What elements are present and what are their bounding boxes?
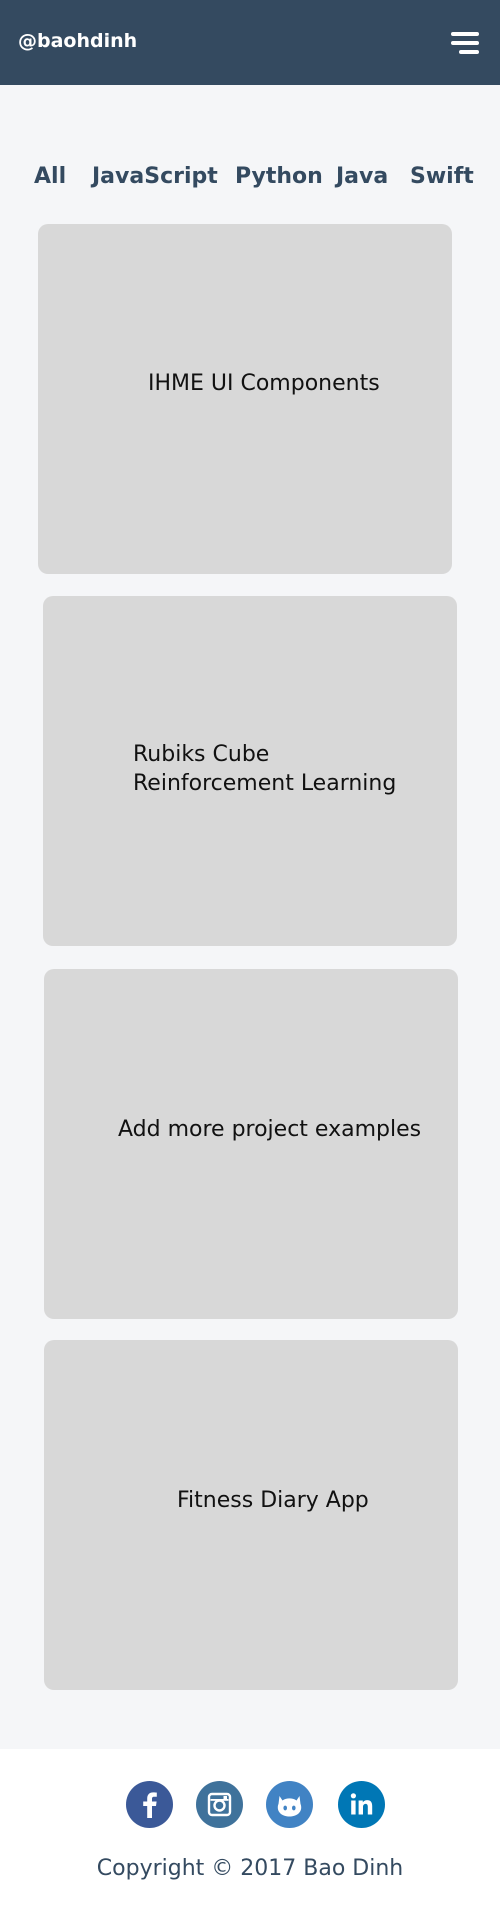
instagram-icon[interactable] — [196, 1781, 243, 1828]
filter-all[interactable]: All — [34, 164, 67, 189]
project-card-fitness[interactable]: Fitness Diary App — [44, 1340, 458, 1690]
project-title-line: IHME UI Components — [148, 371, 380, 396]
project-title-line: Add more project examples — [118, 1117, 422, 1142]
hamburger-menu-icon[interactable] — [448, 29, 482, 57]
menu-bar — [459, 50, 479, 54]
project-card-add-more[interactable]: Add more project examples — [44, 969, 458, 1319]
menu-bar — [451, 41, 479, 45]
project-title-line: Fitness Diary App — [177, 1488, 369, 1513]
linkedin-icon-graphic — [338, 1781, 385, 1828]
project-card-rubiks[interactable]: Rubiks Cube Reinforcement Learning — [43, 596, 457, 946]
brand-handle[interactable]: @baohdinh — [18, 30, 138, 52]
github-icon-graphic — [266, 1781, 313, 1828]
top-nav-bar: @baohdinh — [0, 0, 500, 85]
filter-python[interactable]: Python — [235, 164, 323, 189]
instagram-icon-graphic — [196, 1781, 243, 1828]
facebook-icon[interactable] — [126, 1781, 173, 1828]
project-card-ihme[interactable]: IHME UI Components — [38, 224, 452, 574]
github-icon[interactable] — [266, 1781, 313, 1828]
footer — [0, 1749, 500, 1931]
facebook-icon-graphic — [126, 1781, 173, 1828]
linkedin-icon[interactable] — [338, 1781, 385, 1828]
project-title: IHME UI Components — [148, 369, 380, 398]
filter-swift[interactable]: Swift — [410, 164, 474, 189]
project-title: Rubiks Cube Reinforcement Learning — [133, 740, 396, 798]
project-title: Add more project examples — [118, 1115, 421, 1144]
menu-bar — [451, 32, 479, 36]
copyright-text: Copyright © 2017 Bao Dinh — [96, 1856, 404, 1881]
project-title-line: Rubiks Cube — [133, 742, 270, 767]
language-filter-bar: All JavaScript Python Java Swift — [0, 164, 500, 194]
project-title-line: Reinforcement Learning — [133, 771, 397, 796]
project-title: Fitness Diary App — [177, 1486, 369, 1515]
filter-java[interactable]: Java — [336, 164, 389, 189]
filter-javascript[interactable]: JavaScript — [92, 164, 218, 189]
